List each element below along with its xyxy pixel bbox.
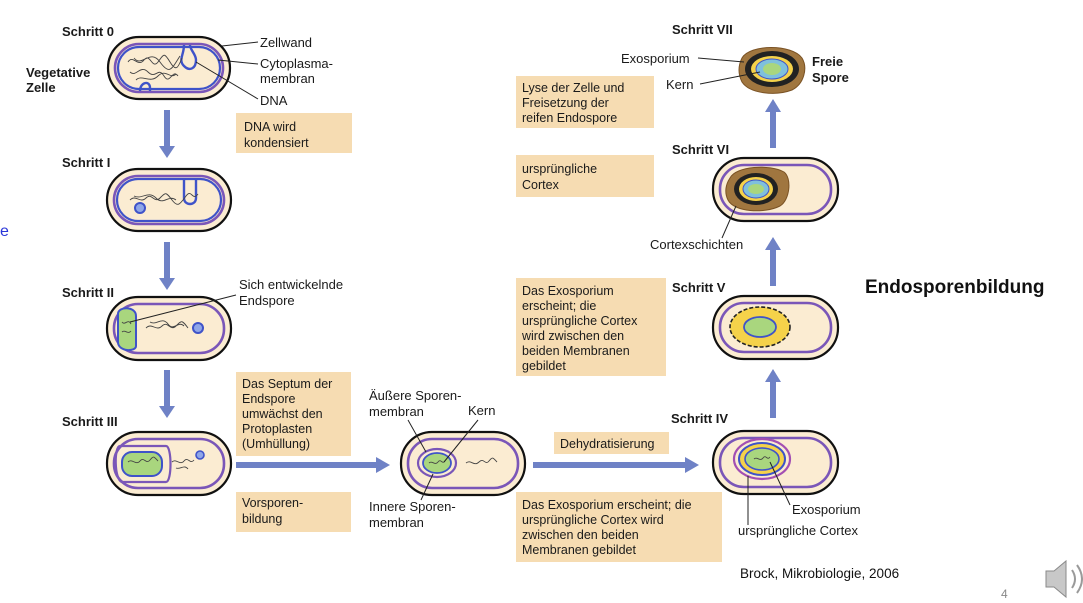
free-spore <box>738 47 806 94</box>
step-3-label: Schritt III <box>62 414 118 429</box>
aeussere-label-line2: membran <box>369 404 424 419</box>
slide-number: 4 <box>1001 587 1008 601</box>
step-2-label: Schritt II <box>62 285 114 300</box>
kern-top-label: Kern <box>666 77 693 92</box>
arrow-up-2 <box>765 237 781 286</box>
arrow-down-1 <box>159 110 175 158</box>
svg-text:DNA wird: DNA wird <box>244 120 296 134</box>
arrow-up-3 <box>765 99 781 148</box>
freie-spore-label-line2: Spore <box>812 70 849 85</box>
svg-text:bildung: bildung <box>242 512 282 526</box>
arrow-right-1 <box>236 457 390 473</box>
vegetative-label-line2: Zelle <box>26 80 56 95</box>
svg-text:umwächst den: umwächst den <box>242 407 323 421</box>
svg-text:Protoplasten: Protoplasten <box>242 422 312 436</box>
box-exosporium-mid: Das Exosporium erscheint; die ursprüngli… <box>516 278 666 376</box>
vegetative-label-line1: Vegetative <box>26 65 90 80</box>
sich-entwickelnde-label-line2: Endspore <box>239 293 295 308</box>
cortexschichten-label: Cortexschichten <box>650 237 743 252</box>
svg-text:kondensiert: kondensiert <box>244 136 309 150</box>
box-septum: Das Septum der Endspore umwächst den Pro… <box>236 372 351 456</box>
svg-text:ursprüngliche Cortex wird: ursprüngliche Cortex wird <box>522 513 664 527</box>
svg-text:ursprüngliche: ursprüngliche <box>522 162 597 176</box>
svg-text:Dehydratisierung: Dehydratisierung <box>560 437 655 451</box>
left-edge-fragment: e <box>0 223 9 240</box>
box-vorsporenbildung: Vorsporen- bildung <box>236 492 351 532</box>
cytoplasma-label-line1: Cytoplasma- <box>260 56 333 71</box>
box-urspr-cortex: ursprüngliche Cortex <box>516 155 654 197</box>
step-0-label: Schritt 0 <box>62 24 114 39</box>
sich-entwickelnde-label-line1: Sich entwickelnde <box>239 277 343 292</box>
svg-text:ursprüngliche Cortex: ursprüngliche Cortex <box>522 314 638 328</box>
urspr-cortex-label: ursprüngliche Cortex <box>738 523 858 538</box>
arrow-down-2 <box>159 242 175 290</box>
box-dna-kondensiert: DNA wird kondensiert <box>236 113 352 153</box>
box-exosporium-bottom: Das Exosporium erscheint; die ursprüngli… <box>516 492 722 562</box>
box-lyse: Lyse der Zelle und Freisetzung der reife… <box>516 76 654 128</box>
cell-step-3 <box>105 430 233 497</box>
cell-step-5 <box>711 294 840 361</box>
freie-spore-label-line1: Freie <box>812 54 843 69</box>
svg-text:Vorsporen-: Vorsporen- <box>242 496 303 510</box>
kern-label: Kern <box>468 403 495 418</box>
cytoplasma-label-line2: membran <box>260 71 315 86</box>
dna-label: DNA <box>260 93 288 108</box>
arrow-right-2 <box>533 457 699 473</box>
svg-text:(Umhüllung): (Umhüllung) <box>242 437 310 451</box>
svg-text:zwischen den beiden: zwischen den beiden <box>522 528 639 542</box>
svg-text:Das Exosporium erscheint; die: Das Exosporium erscheint; die <box>522 498 692 512</box>
exosporium-top-label: Exosporium <box>621 51 690 66</box>
citation: Brock, Mikrobiologie, 2006 <box>740 566 899 581</box>
svg-text:Cortex: Cortex <box>522 178 560 192</box>
svg-text:wird zwischen den: wird zwischen den <box>521 329 624 343</box>
svg-text:Endspore: Endspore <box>242 392 296 406</box>
cell-step-6 <box>711 156 840 223</box>
svg-text:reifen Endospore: reifen Endospore <box>522 111 617 125</box>
cell-step-4 <box>711 429 840 496</box>
step-6-label: Schritt VI <box>672 142 729 157</box>
cell-step-1 <box>105 167 233 233</box>
innere-label-line2: membran <box>369 515 424 530</box>
step-4-label: Schritt IV <box>671 411 728 426</box>
cell-step-0 <box>106 35 232 101</box>
cell-step-2 <box>105 295 233 362</box>
svg-text:Membranen gebildet: Membranen gebildet <box>522 543 636 557</box>
svg-text:Das Septum der: Das Septum der <box>242 377 332 391</box>
zellwand-label: Zellwand <box>260 35 312 50</box>
slide-title: Endosporenbildung <box>865 277 1044 298</box>
speaker-icon[interactable] <box>1045 559 1083 599</box>
box-dehydratisierung: Dehydratisierung <box>554 432 669 454</box>
svg-text:beiden Membranen: beiden Membranen <box>522 344 630 358</box>
svg-text:erscheint; die: erscheint; die <box>522 299 596 313</box>
svg-text:Lyse der Zelle und: Lyse der Zelle und <box>522 81 624 95</box>
arrow-down-3 <box>159 370 175 418</box>
step-7-label: Schritt VII <box>672 22 733 37</box>
svg-text:gebildet: gebildet <box>522 359 566 373</box>
innere-label-line1: Innere Sporen- <box>369 499 456 514</box>
step-5-label: Schritt V <box>672 280 726 295</box>
aeussere-label-line1: Äußere Sporen- <box>369 388 462 403</box>
arrow-up-1 <box>765 369 781 418</box>
exosporium-label: Exosporium <box>792 502 861 517</box>
svg-text:Das Exosporium: Das Exosporium <box>522 284 614 298</box>
svg-text:Freisetzung der: Freisetzung der <box>522 96 609 110</box>
cell-middle <box>399 430 527 497</box>
step-1-label: Schritt I <box>62 155 110 170</box>
